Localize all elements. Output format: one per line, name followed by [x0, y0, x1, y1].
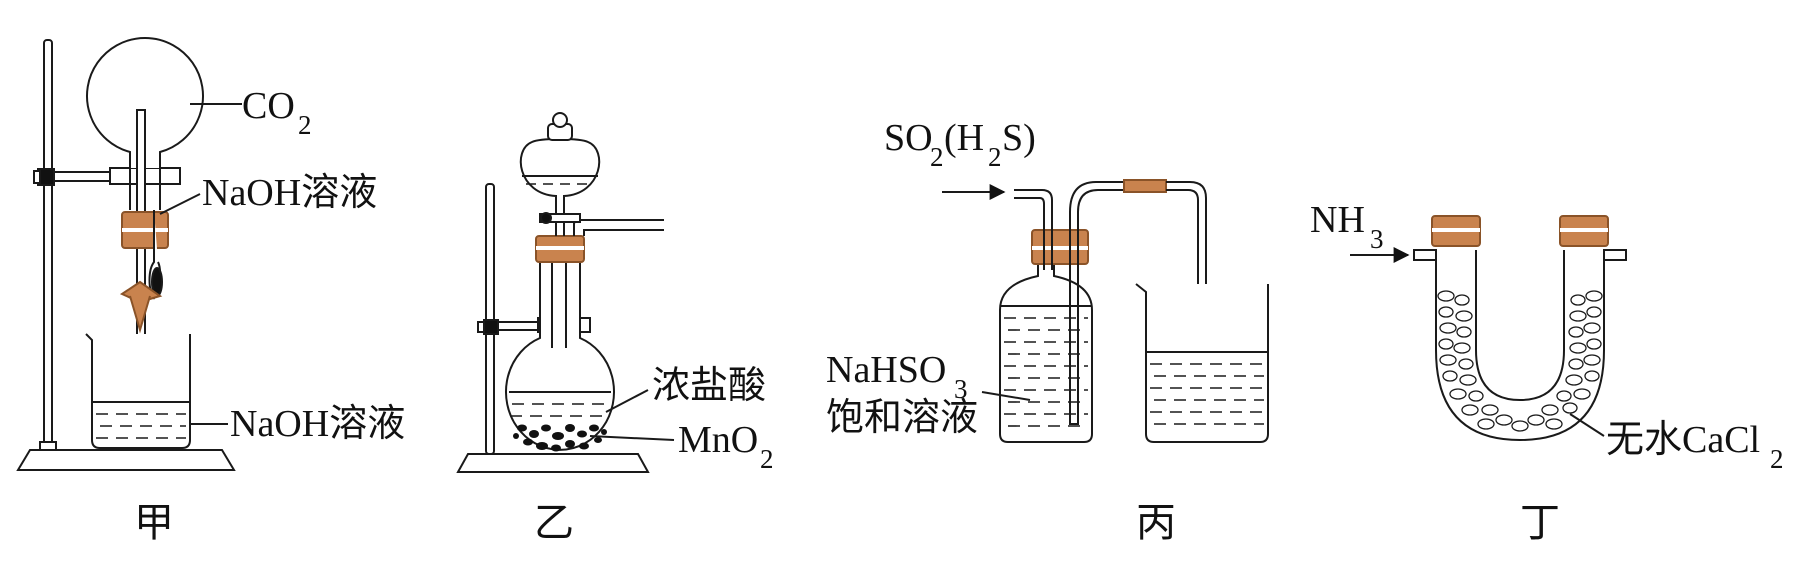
clamp-arm — [53, 171, 111, 182]
clamp-knob — [483, 319, 499, 335]
label-mno2: MnO — [678, 419, 758, 461]
leader-acid — [605, 389, 649, 413]
label-nh3-sub: 3 — [1370, 224, 1384, 254]
label-cacl2: 无水CaCl — [1606, 419, 1760, 461]
delivery-tube — [573, 219, 664, 236]
label-nahso3-sub: 3 — [954, 374, 968, 404]
leader-mno2 — [589, 435, 675, 441]
label-h2s-close: S) — [1002, 117, 1036, 159]
stand-base — [456, 453, 650, 473]
leader-dropper — [159, 193, 201, 215]
stand-base — [16, 449, 236, 471]
rod-foot — [39, 441, 57, 451]
beaker — [1135, 283, 1269, 443]
apparatus-bing — [942, 179, 1269, 443]
label-acid: 浓盐酸 — [652, 365, 766, 407]
cacl2-granules — [1437, 290, 1603, 432]
beaker — [85, 333, 191, 449]
label-beaker-naoh: NaOH溶液 — [230, 403, 405, 445]
round-flask — [505, 259, 615, 451]
rubber-connector — [1123, 179, 1167, 193]
clamp-arm — [497, 321, 539, 331]
round-flask — [86, 37, 204, 168]
caption-ding: 丁 — [1520, 500, 1560, 545]
long-tube — [1069, 212, 1079, 425]
caption-bing: 丙 — [1136, 500, 1176, 545]
label-saturated-solution: 饱和溶液 — [826, 397, 978, 439]
label-so2-sub: 2 — [930, 142, 944, 172]
label-h2s-sub: 2 — [988, 142, 1002, 172]
label-nh3: NH — [1310, 199, 1365, 241]
label-cacl2-sub: 2 — [1770, 444, 1784, 474]
label-dropper-naoh: NaOH溶液 — [202, 172, 377, 214]
apparatus-yi — [456, 112, 675, 473]
inlet-tube — [1014, 189, 1053, 270]
label-mno2-sub: 2 — [760, 444, 774, 474]
apparatus-ding — [1350, 215, 1627, 442]
stand-rod — [43, 39, 53, 451]
label-co2-sub: 2 — [298, 110, 312, 140]
label-so2: SO — [884, 117, 933, 159]
leader-cacl2 — [1569, 413, 1605, 437]
mno2-particles — [513, 424, 607, 452]
leader-nahso3 — [981, 391, 1031, 401]
label-co2: CO — [242, 85, 295, 127]
label-nahso3: NaHSO — [826, 349, 946, 391]
caption-yi: 乙 — [534, 500, 574, 545]
apparatus-jia — [16, 37, 242, 471]
caption-jia: 甲 — [134, 500, 174, 545]
label-h2s-open: (H — [944, 117, 984, 159]
